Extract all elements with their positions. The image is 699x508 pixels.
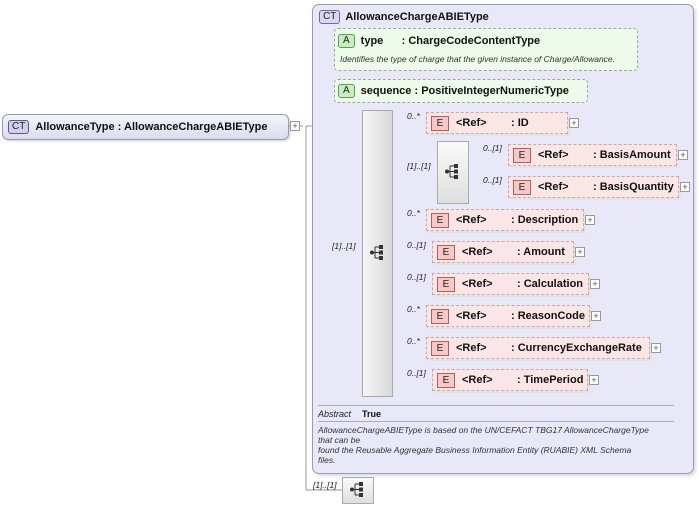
element-ref: <Ref> [538,181,569,193]
element-currency-exchange-rate[interactable]: E <Ref> : CurrencyExchangeRate [426,337,650,359]
root-name: AllowanceType [35,121,115,133]
element-badge: E [513,179,531,195]
sequence-icon [445,164,458,179]
element-ref: <Ref> [462,374,493,386]
element-name: : Amount [517,246,565,258]
element-cardinality: 0..* [407,336,420,346]
element-reason-code[interactable]: E <Ref> : ReasonCode [426,305,590,327]
attribute-badge: A [338,33,355,48]
element-name: : ReasonCode [511,310,585,322]
type-description-line: that can be [318,435,361,445]
element-description[interactable]: E <Ref> : Description [426,209,584,231]
sequence-cardinality: [1]..[1] [332,241,356,251]
type-description-line: files. [318,455,336,465]
inner-sequence-compositor[interactable] [437,141,469,204]
element-ref: <Ref> [538,149,569,161]
element-name: : Description [511,214,579,226]
element-badge: E [431,308,449,324]
sequence-icon [350,482,363,497]
attribute-description: Identifies the type of charge that the g… [340,54,616,64]
outer-sequence-cardinality: [1]..[1] [313,480,337,490]
container-header: CT AllowanceChargeABIEType [319,9,489,25]
root-expand-toggle[interactable]: + [290,121,300,131]
element-badge: E [431,115,449,131]
properties-separator [318,421,674,422]
element-name: : CurrencyExchangeRate [511,342,642,354]
type-description-line: AllowanceChargeABIEType is based on the … [318,425,649,435]
element-basis-amount[interactable]: E <Ref> : BasisAmount [508,144,677,166]
root-sep: : [117,121,122,133]
root-type: AllowanceChargeABIEType [124,121,268,133]
element-ref: <Ref> [462,278,493,290]
element-ref: <Ref> [456,117,487,129]
attribute-label: sequence : PositiveIntegerNumericType [360,84,569,97]
expand-toggle[interactable]: + [589,375,599,385]
element-cardinality: 0..[1] [407,368,426,378]
root-type-box[interactable]: CT AllowanceType : AllowanceChargeABIETy… [2,114,289,140]
element-ref: <Ref> [462,246,493,258]
complex-type-badge: CT [8,120,30,134]
element-id[interactable]: E <Ref> : ID [426,112,568,134]
type-description-line: found the Reusable Aggregate Business In… [318,445,632,455]
element-badge: E [437,276,455,292]
element-time-period[interactable]: E <Ref> : TimePeriod [432,369,588,391]
attribute-label: type : ChargeCodeContentType [360,34,541,47]
expand-toggle[interactable]: + [585,215,595,225]
expand-toggle[interactable]: + [591,311,601,321]
element-calculation[interactable]: E <Ref> : Calculation [432,273,589,295]
element-amount[interactable]: E <Ref> : Amount [432,241,574,263]
expand-toggle[interactable]: + [590,279,600,289]
attribute-badge: A [338,83,355,98]
element-cardinality: 0..[1] [407,272,426,282]
element-badge: E [431,212,449,228]
abstract-key: Abstract [318,409,352,419]
element-name: : ID [511,117,529,129]
element-badge: E [431,340,449,356]
expand-toggle[interactable]: + [678,150,688,160]
element-cardinality: 0..* [407,208,420,218]
element-name: : BasisQuantity [593,181,674,193]
element-badge: E [437,372,455,388]
container-title: AllowanceChargeABIEType [345,11,489,23]
element-name: : TimePeriod [517,374,584,386]
element-name: : Calculation [517,278,584,290]
attribute-sequence[interactable]: A sequence : PositiveIntegerNumericType [334,79,588,103]
element-cardinality: 0..[1] [483,143,502,153]
element-badge: E [513,147,531,163]
element-cardinality: 0..[1] [407,240,426,250]
attribute-type[interactable]: A type : ChargeCodeContentType Identifie… [334,28,638,71]
element-ref: <Ref> [456,342,487,354]
element-name: : BasisAmount [593,149,671,161]
element-badge: E [437,244,455,260]
element-basis-quantity[interactable]: E <Ref> : BasisQuantity [508,176,679,198]
sequence-compositor[interactable] [362,110,393,397]
element-cardinality: 0..[1] [483,175,502,185]
abstract-value: True [362,409,382,419]
expand-toggle[interactable]: + [680,182,690,192]
inner-sequence-cardinality: [1]..[1] [407,161,431,171]
outer-sequence-compositor[interactable] [342,477,374,504]
expand-toggle[interactable]: + [651,343,661,353]
complex-type-badge: CT [319,10,341,24]
element-cardinality: 0..* [407,111,420,121]
element-cardinality: 0..* [407,304,420,314]
sequence-icon [370,245,383,260]
expand-toggle[interactable]: + [569,118,579,128]
expand-toggle[interactable]: + [575,247,585,257]
element-ref: <Ref> [456,310,487,322]
properties-separator [318,405,674,406]
root-type-label: AllowanceType : AllowanceChargeABIEType [35,121,267,133]
element-ref: <Ref> [456,214,487,226]
